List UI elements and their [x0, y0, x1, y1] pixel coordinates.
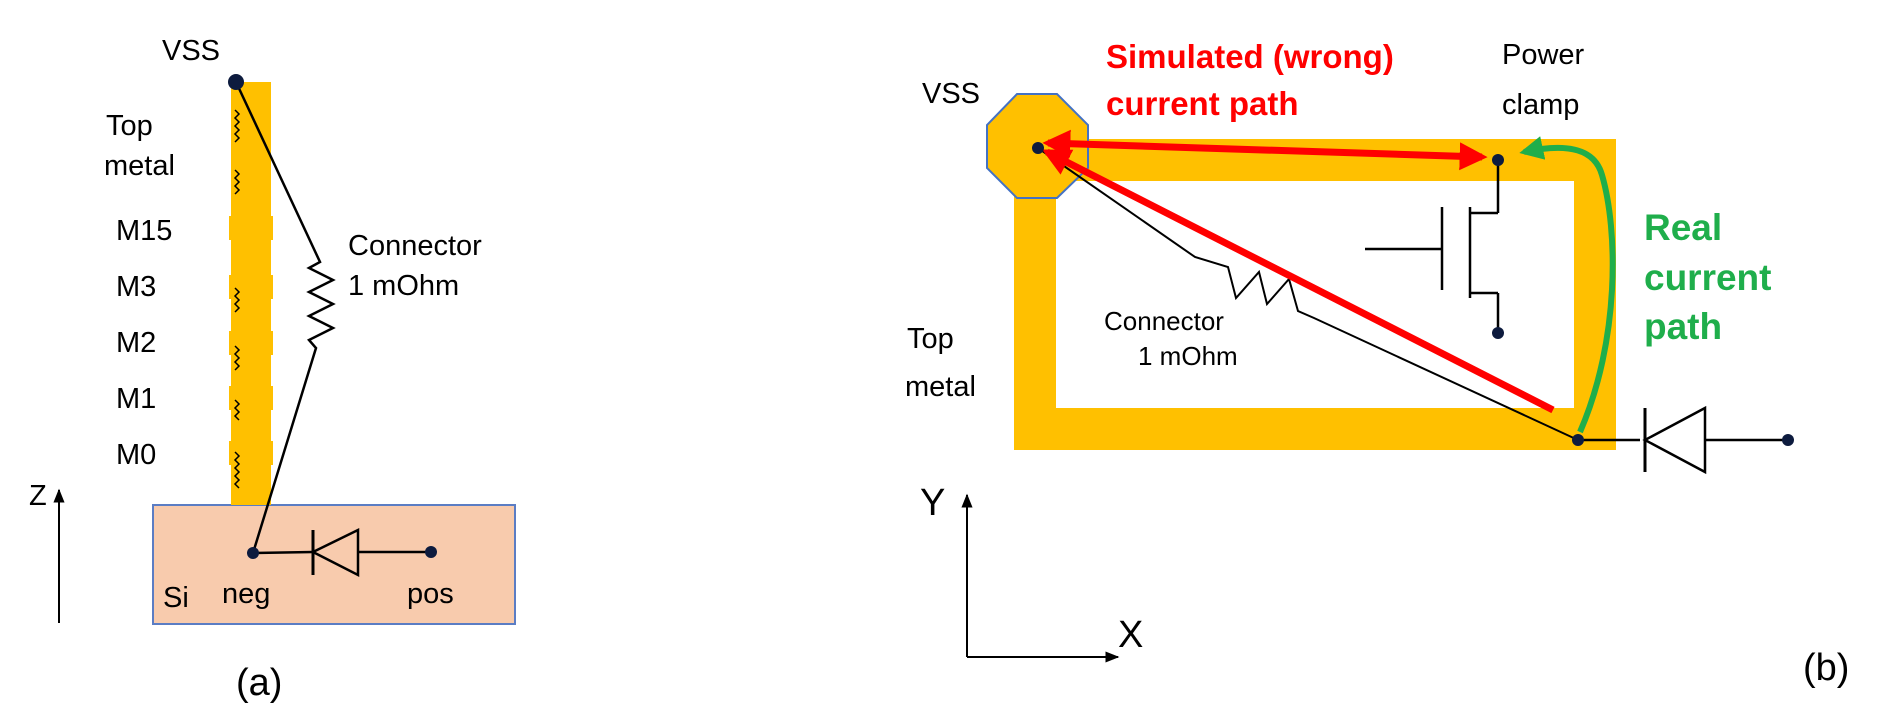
top-metal-label-b-1: Top [907, 323, 954, 355]
ring-corner-node [1572, 434, 1584, 446]
simulated-path-label-2: current path [1106, 85, 1299, 122]
vss-label: VSS [162, 35, 220, 67]
real-path-label-3: path [1644, 306, 1722, 347]
connector-label-b-2: 1 mOhm [1138, 341, 1238, 371]
connector-label-1: Connector [348, 230, 482, 262]
real-path-arrow [1519, 136, 1616, 434]
panel-b: VSS Simulated (wrong) current path Power… [905, 38, 1849, 689]
metal-stack [229, 82, 273, 505]
top-metal-label-b-2: metal [905, 371, 976, 403]
simulated-path-arrow [1042, 129, 1488, 171]
real-path-label-2: current [1644, 257, 1771, 298]
power-clamp-node [1492, 154, 1504, 166]
layer-label-m15: M15 [116, 215, 172, 247]
x-axis-label: X [1118, 614, 1143, 656]
top-metal-label-2: metal [104, 150, 175, 182]
power-clamp-label-2: clamp [1502, 89, 1579, 121]
panel-a: VSS Top metal M15 M3 M2 M1 M0 Connector … [29, 35, 516, 704]
connector-wire [234, 81, 336, 554]
layer-label-m0: M0 [116, 439, 156, 471]
diode-b-triangle [1642, 405, 1707, 475]
vss-node [228, 74, 244, 90]
panel-b-caption: (b) [1803, 647, 1849, 689]
si-label: Si [163, 582, 189, 614]
y-axis-label: Y [920, 482, 945, 524]
real-path-label-1: Real [1644, 207, 1722, 248]
via-resistors [233, 109, 241, 489]
neg-node [247, 547, 259, 559]
panel-a-caption: (a) [236, 662, 282, 704]
diode-lead-neg [252, 550, 314, 555]
top-metal-label-1: Top [106, 110, 153, 142]
diode-b-pos-node [1782, 434, 1794, 446]
connector-label-b-1: Connector [1104, 306, 1224, 336]
silicon-substrate [152, 504, 516, 625]
z-axis-label: Z [29, 480, 47, 512]
power-clamp-label-1: Power [1502, 39, 1585, 71]
power-clamp-transistor [1365, 160, 1500, 333]
vss-node-b [1032, 142, 1044, 154]
connector-label-2: 1 mOhm [348, 270, 459, 302]
connector-wire-b [1037, 147, 1579, 441]
pos-node [425, 546, 437, 558]
layer-label-m2: M2 [116, 327, 156, 359]
simulated-path-diagonal-arrow [1042, 148, 1555, 414]
layer-label-m3: M3 [116, 271, 156, 303]
layer-label-m1: M1 [116, 383, 156, 415]
simulated-path-label-1: Simulated (wrong) [1106, 38, 1394, 75]
neg-label: neg [222, 578, 270, 610]
vss-label-b: VSS [922, 78, 980, 110]
transistor-source-node [1492, 327, 1504, 339]
pos-label: pos [407, 578, 454, 610]
